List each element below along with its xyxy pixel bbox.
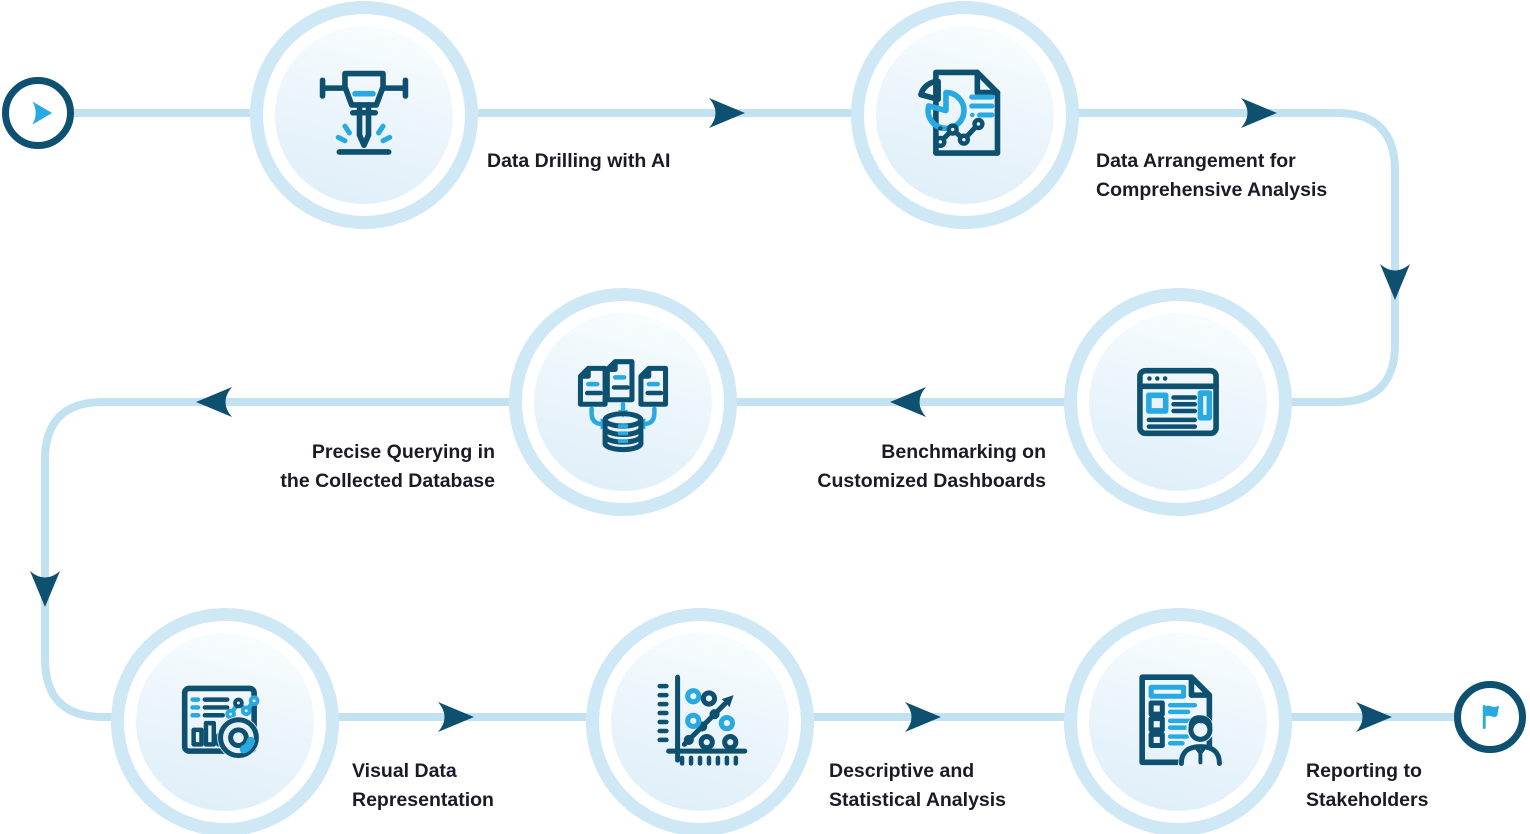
flow-arrowhead-icon	[890, 387, 926, 417]
flow-arrowhead-icon	[1356, 702, 1392, 732]
step-label-data-drilling: Data Drilling with AI	[487, 150, 671, 172]
flow-arrowhead-icon	[1241, 98, 1277, 128]
flow-arrowhead-icon	[709, 98, 745, 128]
step-node-reporting	[1064, 608, 1292, 834]
flow-arrowhead-icon	[30, 571, 60, 607]
browser-dashboard-icon	[1137, 367, 1219, 437]
step-label-visual-data: Visual Data Representation	[352, 760, 494, 811]
report-piechart-document-icon	[918, 69, 1001, 156]
step-node-data-drilling	[250, 1, 478, 229]
step-node-descriptive	[586, 608, 814, 834]
documents-to-database-icon	[577, 359, 669, 453]
step-label-data-arrangement: Data Arrangement for Comprehensive Analy…	[1096, 150, 1328, 201]
flow-arrowhead-icon	[1380, 264, 1410, 300]
step-label-precise-querying: Precise Querying in the Collected Databa…	[280, 441, 495, 492]
flow-arrowheads	[30, 98, 1410, 732]
analytics-dashboard-icon	[181, 685, 260, 759]
jackhammer-drill-icon	[319, 70, 409, 155]
step-node-precise-querying	[509, 288, 737, 516]
play-icon	[32, 101, 52, 125]
flow-arrowhead-icon	[438, 702, 474, 732]
start-node	[2, 77, 74, 149]
flow-arrowhead-icon	[196, 387, 232, 417]
step-label-descriptive: Descriptive and Statistical Analysis	[829, 760, 1007, 811]
step-node-visual-data	[111, 608, 339, 834]
scatter-plot-icon	[657, 674, 748, 766]
flow-arrowhead-icon	[905, 702, 941, 732]
checklist-stakeholder-icon	[1139, 674, 1223, 766]
step-node-data-arrangement	[851, 1, 1079, 229]
step-label-reporting: Reporting to Stakeholders	[1306, 760, 1429, 811]
end-node	[1454, 681, 1526, 753]
flag-icon	[1482, 705, 1499, 729]
step-label-benchmarking: Benchmarking on Customized Dashboards	[817, 441, 1046, 492]
step-node-benchmarking	[1064, 288, 1292, 516]
